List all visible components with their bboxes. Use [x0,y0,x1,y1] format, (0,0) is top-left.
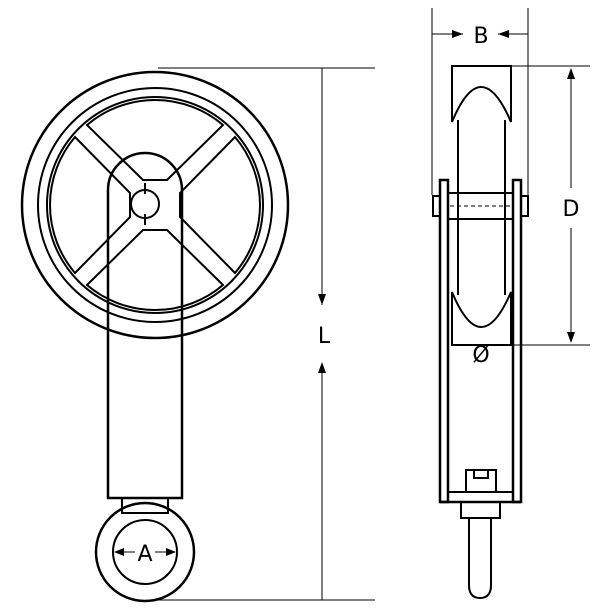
eye-inner-ring [112,519,178,585]
eye-outer-ring [94,501,196,603]
sheave-hub-ring [46,96,264,314]
side-strap [106,151,184,500]
swivel-neck [121,498,169,514]
dim-l-arrow-down [318,294,326,305]
sheave-profile [451,65,512,346]
dimension-b: B [431,8,529,195]
dimension-d: D [496,65,590,346]
dim-a-arrow-left [114,548,124,556]
swivel-eye: A [94,498,196,603]
sheave-inner-rim [37,87,273,323]
diameter-symbol: Ø [472,343,489,368]
swivel-shank [460,502,501,600]
dim-a-arrow-right [166,548,176,556]
side-frame [432,178,529,504]
axle-pin-hole [130,189,160,219]
dim-b-arrow-right [498,30,509,38]
axle-bolt-head-right [520,195,529,217]
sheave-groove-top [451,65,512,123]
dim-l-label: L [318,324,331,349]
frame-plate-right [511,178,523,504]
sheave-outer-rim [20,70,290,340]
dim-a-label-gap [135,540,155,564]
base-nut [465,469,497,493]
dim-d-arrow-down [567,332,575,343]
axle-bolt [447,192,514,220]
shank-eye-edge [468,518,492,600]
front-view: A L [20,67,375,603]
axle-bolt-head-left [432,195,441,217]
spoke-window-bottom [85,229,225,311]
spoke-window-left [49,135,131,275]
base-nut-top [473,469,489,479]
frame-plate-left [438,178,450,504]
dim-a-label: A [137,542,152,567]
shank-collar [460,502,501,519]
spoke-window-top [85,99,225,181]
spoke-window-right [179,135,261,275]
sheave-wheel [20,70,290,340]
sheave-groove-bottom [451,291,512,346]
dimension-l: L [158,67,375,601]
dim-l-arrow-up [318,362,326,373]
side-view: B [431,8,590,600]
strap-body [106,151,184,500]
dim-b-arrow-left [452,30,463,38]
dim-d-label: D [563,197,580,222]
dim-d-arrow-up [567,68,575,79]
dim-b-label: B [473,24,488,49]
